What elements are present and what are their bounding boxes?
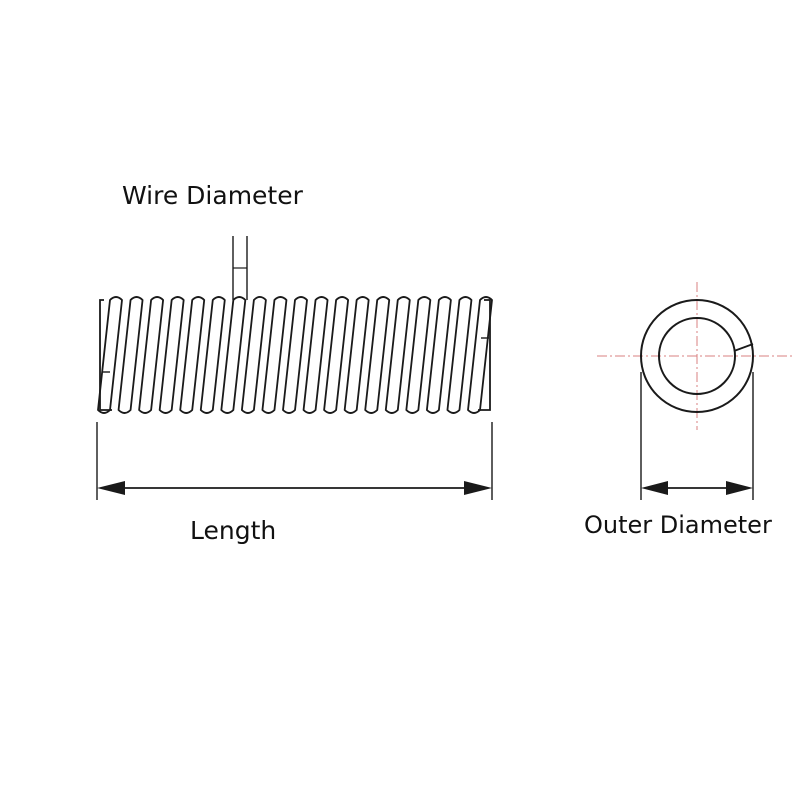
spring-coil: [425, 296, 452, 414]
length-label: Length: [190, 516, 277, 545]
spring-coil: [220, 296, 247, 414]
spring-coil: [261, 296, 288, 414]
spring-end-cap-left: [99, 299, 112, 411]
inner-circle: [658, 317, 736, 395]
length-arrow-right: [464, 481, 492, 495]
spring-coil: [323, 296, 350, 414]
spring-coil: [405, 296, 432, 414]
spring-coil: [302, 296, 329, 414]
outer-diameter-dimension: [640, 372, 754, 500]
outer-circle: [640, 299, 754, 413]
spring-coil: [240, 296, 267, 414]
spring-coil: [446, 296, 473, 414]
spring-side-view: [97, 296, 493, 414]
spring-coil: [158, 296, 185, 414]
spring-coil: [138, 296, 165, 414]
length-arrow-left: [97, 481, 125, 495]
spring-coil: [199, 296, 226, 414]
coil-cut-line: [733, 343, 754, 352]
outer-diameter-label: Outer Diameter: [584, 511, 772, 539]
spring-end-cap-right: [478, 299, 491, 411]
spring-coil: [384, 296, 411, 414]
wire-diameter-marker: [232, 236, 248, 300]
spring-coil: [117, 296, 144, 414]
length-dimension: [96, 422, 493, 500]
outer-arrow-right: [726, 481, 753, 495]
spring-coil: [364, 296, 391, 414]
spring-coil: [343, 296, 370, 414]
spring-coil: [179, 296, 206, 414]
wire-diameter-label: Wire Diameter: [122, 181, 303, 210]
spring-coil: [282, 296, 308, 414]
spring-coil: [97, 296, 123, 414]
outer-arrow-left: [641, 481, 668, 495]
spring-coil: [467, 296, 493, 414]
spring-end-view: [597, 282, 795, 430]
